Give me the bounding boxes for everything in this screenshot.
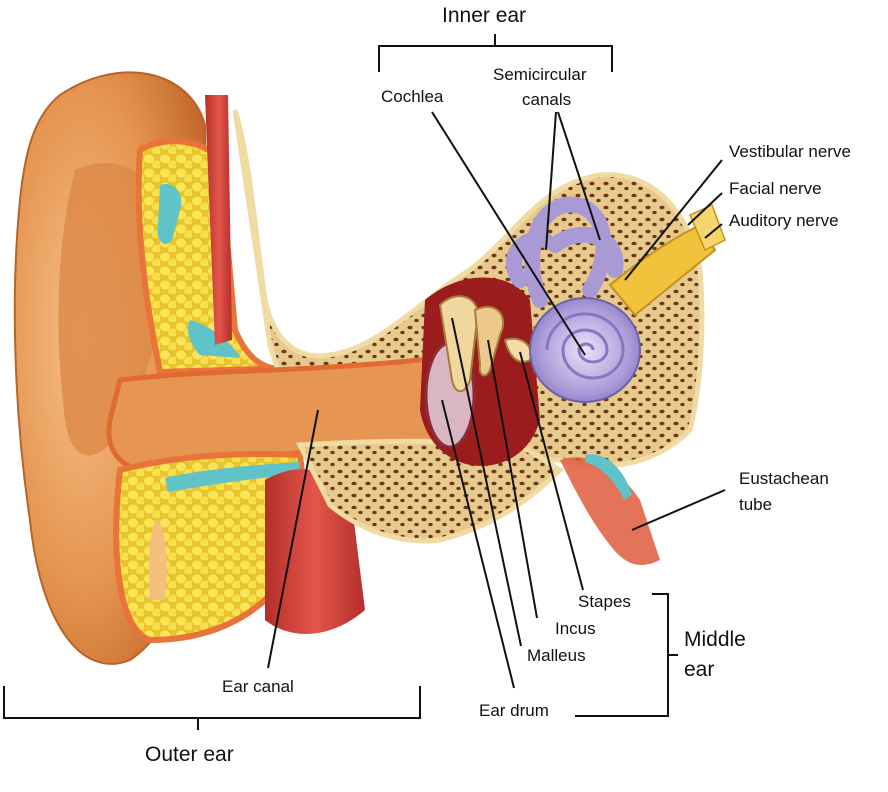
- vestibular-nerve-leader: [624, 159, 723, 281]
- lobule-slit: [148, 520, 167, 600]
- facial-nerve-label: Facial nerve: [729, 179, 822, 198]
- ear-illustration: [13, 71, 726, 665]
- stapes-leader: [519, 351, 584, 591]
- semicircular-canals-shape: [506, 196, 624, 308]
- vestibular-nerve-label: Vestibular nerve: [729, 142, 851, 161]
- inner-ear-label: Inner ear: [442, 4, 526, 27]
- ear-canal-leader: [267, 409, 319, 669]
- semicircular-label-line2: canals: [522, 90, 571, 109]
- cochlea-shape: [529, 297, 641, 403]
- eustachian-leader: [631, 489, 726, 531]
- stapes-label: Stapes: [578, 592, 631, 611]
- semicircular-leader-b: [557, 111, 601, 241]
- middle-ear-label-line1: Middle: [684, 628, 746, 651]
- ear-drum-leader: [441, 399, 515, 689]
- outer-ear-bracket: [3, 686, 421, 730]
- leader-lines: [267, 111, 726, 689]
- temporal-bone-lower: [296, 438, 564, 544]
- auditory-nerve-label: Auditory nerve: [729, 211, 839, 230]
- semicircular-label-line1: Semicircular: [493, 65, 587, 84]
- incus-leader: [487, 339, 538, 619]
- labels: Inner ear Cochlea Semicircular canals Ve…: [145, 4, 851, 766]
- malleus-shape: [438, 295, 480, 393]
- muscle-upper: [205, 95, 232, 345]
- ear-drum-label: Ear drum: [479, 701, 549, 720]
- middle-ear-label-line2: ear: [684, 658, 714, 681]
- malleus-label: Malleus: [527, 646, 586, 665]
- semicircular-leader-a: [545, 111, 557, 251]
- cochlea-label: Cochlea: [381, 87, 444, 106]
- cartilage-upper-b: [188, 320, 240, 358]
- outer-ear-label: Outer ear: [145, 743, 234, 766]
- cartilage-lower: [165, 462, 300, 492]
- eustachian-label-line2: tube: [739, 495, 772, 514]
- incus-label: Incus: [555, 619, 596, 638]
- eustachian-cartilage: [585, 454, 632, 500]
- ear-canal-label: Ear canal: [222, 677, 294, 696]
- cochlea-leader: [431, 111, 586, 356]
- eustachian-label-line1: Eustachean: [739, 469, 829, 488]
- facial-nerve-leader: [687, 192, 723, 226]
- inner-ear-bracket: [378, 34, 613, 72]
- eustachian-tube-shape: [560, 457, 660, 565]
- malleus-leader: [451, 317, 522, 647]
- auditory-nerve-leader: [704, 223, 723, 239]
- middle-ear-bracket: [575, 593, 678, 717]
- cartilage-upper-a: [157, 184, 182, 245]
